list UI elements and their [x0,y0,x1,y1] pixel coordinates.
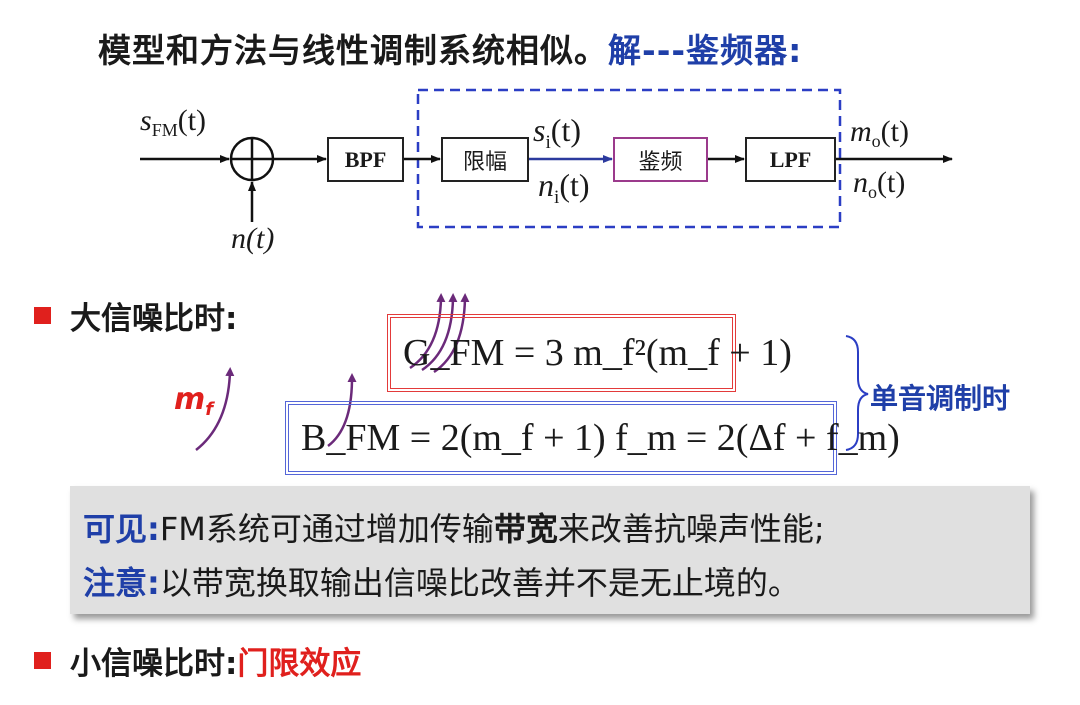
page-title: 模型和方法与线性调制系统相似。解---鉴频器: [98,24,802,72]
mf-label: mf [174,382,214,421]
bandwidth-formula-box: B_FM = 2(m_f + 1) f_m = 2(Δf + f_m) [285,401,900,475]
mf-up-arrow-icon [195,367,235,451]
note-key-visible: 可见: [83,510,160,548]
gain-up-arrow-icon-1 [409,293,446,370]
bullet-square [34,652,51,669]
si-label: si(t) [533,112,581,153]
right-brace-icon [845,335,869,451]
note-line-1: 可见:FM系统可通过增加传输带宽来改善抗噪声性能; [83,510,825,548]
receiver-block-diagram: BPF 限幅 鉴频 LPF sFM(t) n(t) si(t) ni(t) mo… [0,0,1080,280]
bpf-block: BPF [327,137,404,182]
title-highlight: 解---鉴频器: [608,31,803,70]
bandwidth-up-arrow-icon [327,373,357,447]
ni-label: ni(t) [538,167,590,208]
bullet-square [34,307,51,324]
diagram-wires [140,88,953,229]
single-tone-note: 单音调制时 [870,382,1011,415]
conclusion-note-box: 可见:FM系统可通过增加传输带宽来改善抗噪声性能; 注意:以带宽换取输出信噪比改… [70,486,1030,614]
lpf-block: LPF [745,137,836,182]
gain-formula: G_FM = 3 m_f²(m_f + 1) [403,332,792,374]
gain-formula-box: G_FM = 3 m_f²(m_f + 1) [387,314,792,392]
gain-up-arrow-icon-3 [433,293,470,374]
no-label: no(t) [853,166,906,203]
note-line-2: 注意:以带宽换取输出信噪比改善并不是无止境的。 [83,564,800,602]
noise-label: n(t) [231,222,275,255]
bandwidth-formula: B_FM = 2(m_f + 1) f_m = 2(Δf + f_m) [301,417,900,459]
section-low-snr: 小信噪比时:门限效应 [70,646,362,682]
note-key-attention: 注意: [83,564,160,602]
mo-label: mo(t) [850,115,909,152]
discriminator-block: 鉴频 [613,137,708,182]
section-high-snr-label: 大信噪比时: [70,301,238,337]
input-signal-label: sFM(t) [140,104,207,141]
title-main: 模型和方法与线性调制系统相似。 [98,31,608,70]
limiter-block: 限幅 [441,137,529,182]
gain-up-arrow-icon-2 [421,293,458,372]
